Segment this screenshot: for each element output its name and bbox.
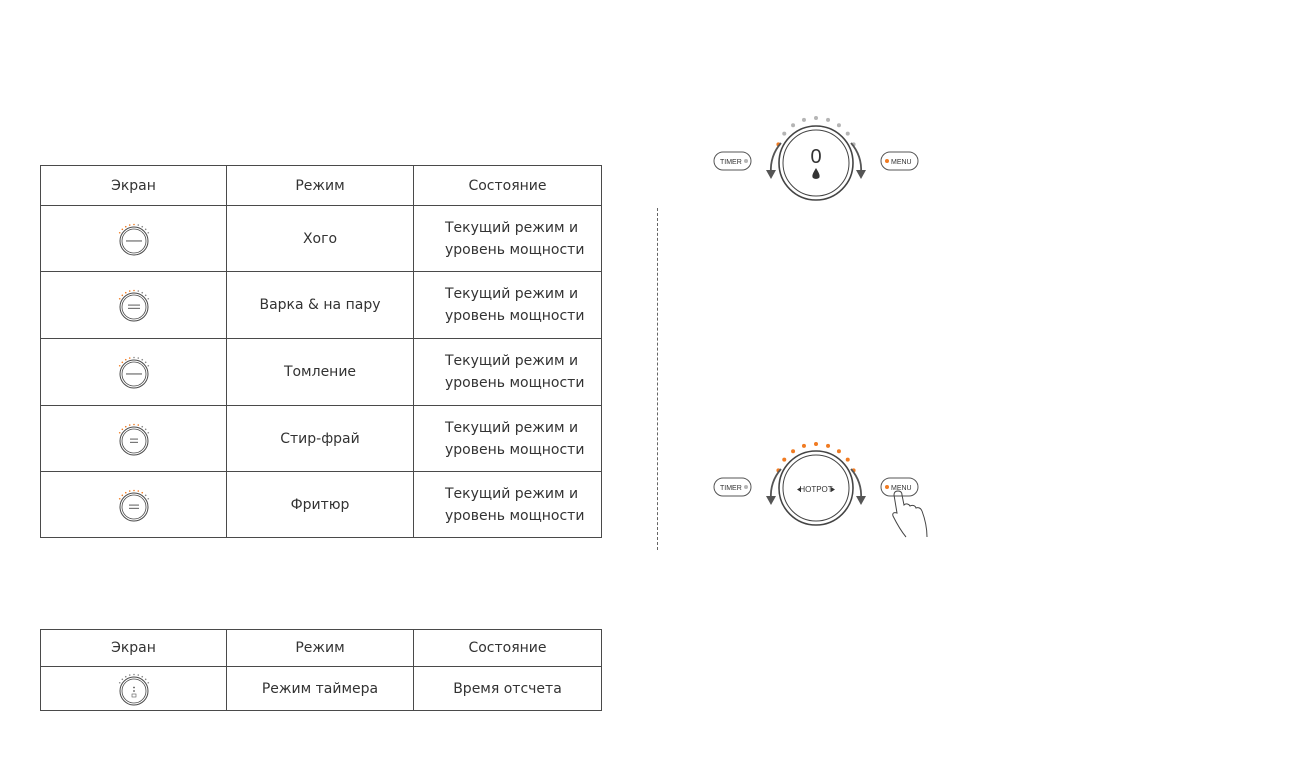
- mode-name: Фритюр: [226, 471, 414, 538]
- control-panel-bottom: TIMER MENU HOTPOT: [713, 442, 928, 538]
- stir-fry-display-icon: [40, 405, 227, 472]
- mode-name: Томление: [226, 338, 414, 406]
- table-header-row: Экран Режим Состояние: [40, 629, 602, 667]
- steam-boil-display-icon: [40, 271, 227, 339]
- hand-pointer-icon: [892, 490, 928, 538]
- arrow-left-icon: [766, 170, 776, 179]
- chevron-left-icon: [797, 487, 801, 492]
- arrow-right-icon: [856, 170, 866, 179]
- hotpot-display-icon: [40, 205, 227, 272]
- control-knob[interactable]: [778, 450, 854, 526]
- svg-text:TIMER: TIMER: [720, 159, 742, 166]
- header-mode: Режим: [226, 165, 414, 206]
- header-state: Состояние: [413, 165, 602, 206]
- svg-text:MENU: MENU: [891, 485, 912, 492]
- header-state: Состояние: [413, 629, 602, 667]
- modes-table: Экран Режим Состояние Хого Текущий режим…: [40, 165, 602, 538]
- mode-name: Режим таймера: [226, 666, 414, 711]
- flame-icon: [812, 168, 820, 179]
- mode-name: Хого: [226, 205, 414, 272]
- header-screen: Экран: [40, 165, 227, 206]
- header-screen: Экран: [40, 629, 227, 667]
- svg-text:TIMER: TIMER: [720, 485, 742, 492]
- mode-name: Варка & на пару: [226, 271, 414, 339]
- chevron-right-icon: [831, 487, 835, 492]
- mode-name: Стир-фрай: [226, 405, 414, 472]
- menu-button[interactable]: MENU: [880, 151, 919, 171]
- timer-display-icon: [40, 666, 227, 711]
- control-knob[interactable]: [778, 125, 854, 201]
- svg-text:MENU: MENU: [891, 159, 912, 166]
- arrow-left-icon: [766, 496, 776, 505]
- timer-button[interactable]: TIMER: [713, 477, 752, 497]
- display-value: 0: [810, 146, 821, 168]
- deep-fry-display-icon: [40, 471, 227, 538]
- timer-table: Экран Режим Состояние Режим таймера Врем…: [40, 629, 602, 711]
- arc-dots: [776, 116, 856, 147]
- table-header-row: Экран Режим Состояние: [40, 165, 602, 206]
- display-label: HOTPOT: [799, 485, 832, 494]
- arrow-right-icon: [856, 496, 866, 505]
- timer-button[interactable]: TIMER: [713, 151, 752, 171]
- menu-button[interactable]: MENU: [880, 477, 919, 497]
- mode-state: Время отсчета: [413, 666, 602, 711]
- control-panel-top: TIMER MENU 0: [713, 116, 919, 201]
- simmer-display-icon: [40, 338, 227, 406]
- arc-dots: [776, 442, 856, 473]
- header-mode: Режим: [226, 629, 414, 667]
- dashed-divider: [657, 208, 658, 550]
- table-row: Режим таймера Время отсчета: [40, 666, 602, 711]
